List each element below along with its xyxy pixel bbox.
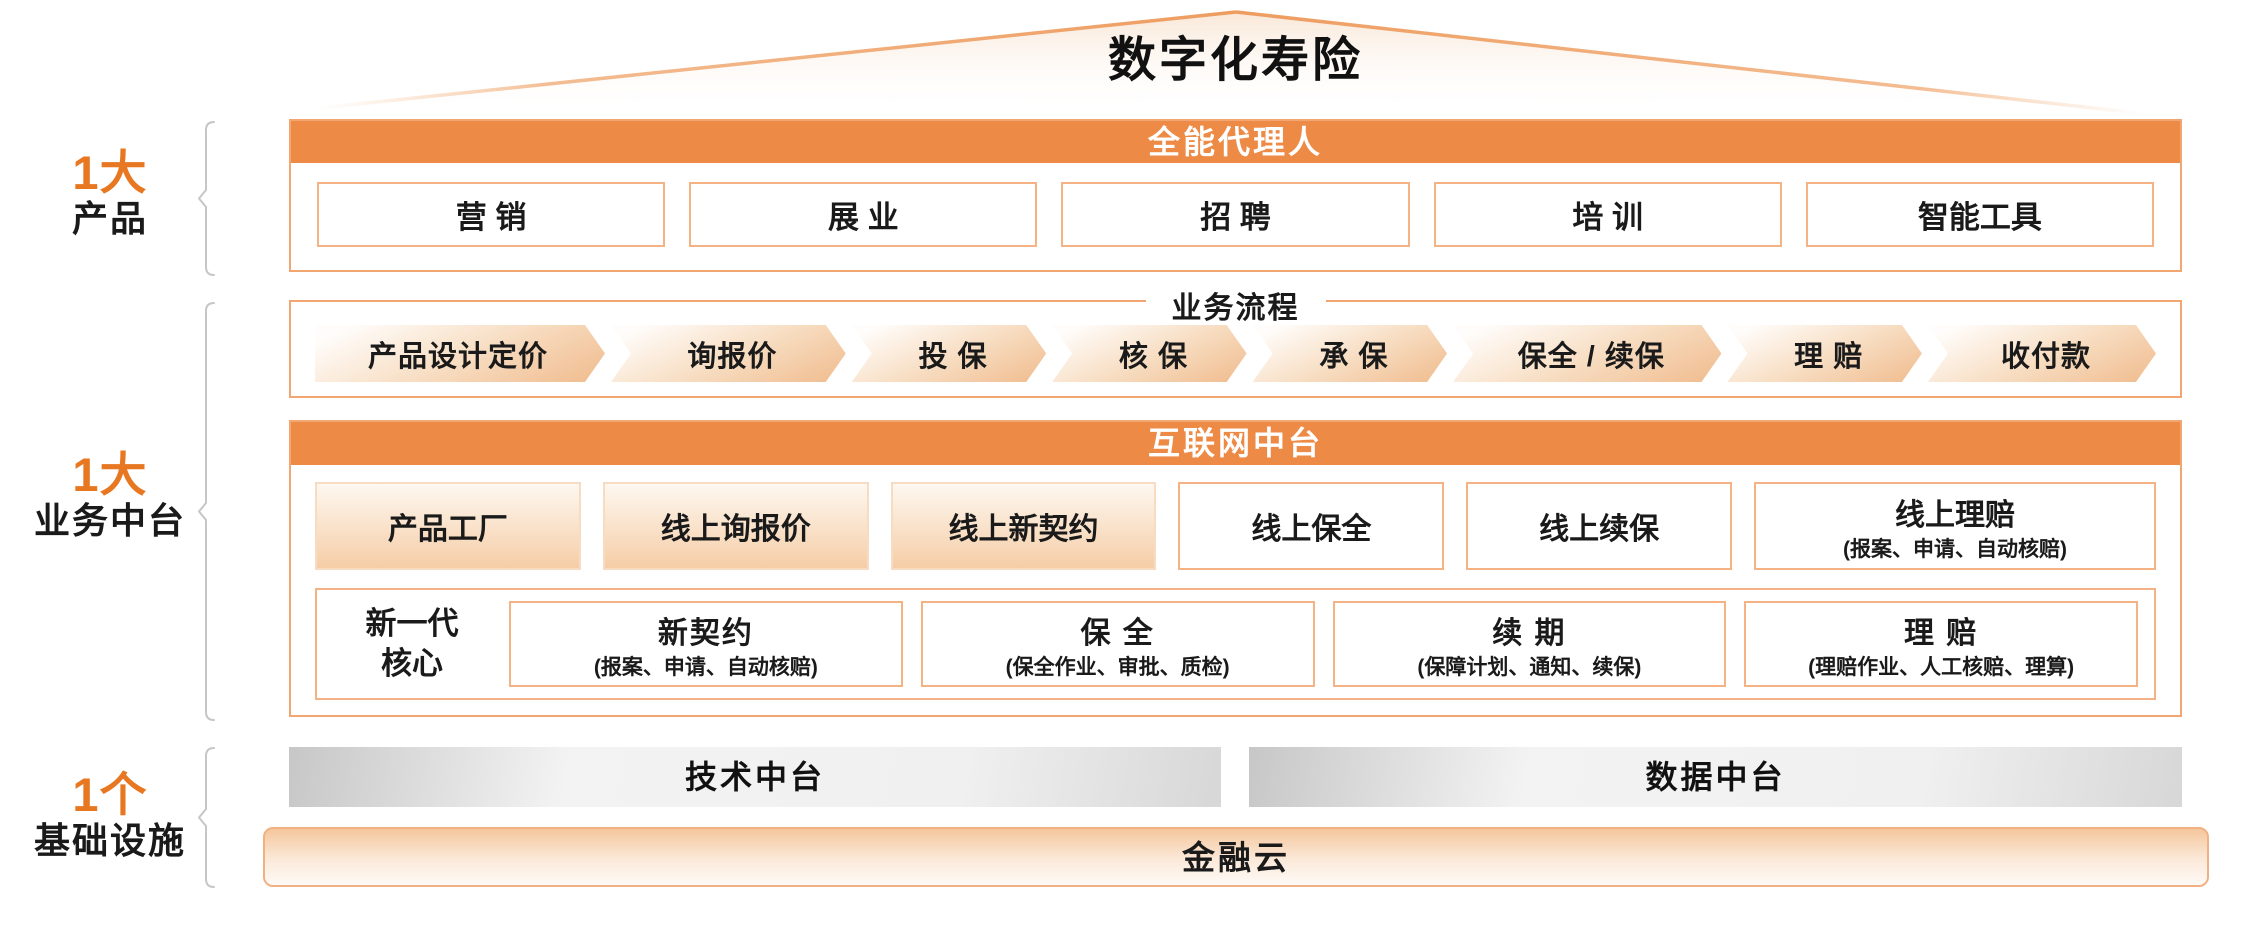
section-business-process: 业务流程 产品设计定价 询报价 投 保 核 保 承 保 保全 / 续保 理 赔 … (289, 283, 2182, 398)
caption-product-number: 1大 (72, 146, 148, 199)
agent-box-smart-tools: 智能工具 (1805, 182, 2155, 247)
caption-infrastructure-text: 基础设施 (33, 820, 186, 861)
core-label-line1: 新一代 (365, 606, 459, 641)
mid-box-product-factory: 产品工厂 (315, 482, 581, 570)
caption-business-platform-text: 业务中台 (33, 500, 186, 541)
caption-infrastructure-number: 1个 (72, 768, 148, 821)
core-box-pos-label: 保 全 (1080, 616, 1155, 650)
mid-box-online-claims-label: 线上理赔 (1895, 498, 2016, 532)
agent-box-exhibition: 展 业 (689, 182, 1038, 247)
mid-box-online-claims-sub: (报案、申请、自动核赔) (1843, 537, 2068, 561)
core-box-claims: 理 赔 (理赔作业、人工核赔、理算) (1744, 601, 2138, 687)
core-box-claims-sub: (理赔作业、人工核赔、理算) (1808, 655, 2075, 679)
caption-business-platform: 1大 业务中台 (15, 450, 205, 542)
agent-box-recruiting: 招 聘 (1061, 182, 1410, 247)
caption-infrastructure: 1个 基础设施 (15, 770, 205, 862)
page-title: 数字化寿险 (1107, 34, 1363, 87)
brace-infrastructure (198, 747, 215, 888)
section-internet-middle-platform-header: 互联网中台 (291, 422, 2180, 465)
core-box-pos: 保 全 (保全作业、审批、质检) (920, 601, 1315, 687)
process-step-apply: 投 保 (852, 325, 1046, 382)
core-box-new-contract-label: 新契约 (657, 616, 754, 650)
process-step-claims: 理 赔 (1727, 325, 1921, 382)
mid-box-online-claims: 线上理赔 (报案、申请、自动核赔) (1754, 482, 2157, 570)
core-label: 新一代 核心 (333, 604, 491, 684)
mid-box-online-quote: 线上询报价 (602, 482, 869, 570)
core-box-renewal-sub: (保障计划、通知、续保) (1417, 655, 1642, 679)
agent-box-marketing: 营 销 (317, 182, 666, 247)
mid-box-online-pos: 线上保全 (1178, 482, 1445, 570)
core-box-new-contract: 新契约 (报案、申请、自动核赔) (509, 601, 903, 687)
brace-business-platform (198, 302, 215, 721)
mid-box-online-renewal: 线上续保 (1466, 482, 1733, 570)
tech-platform-bar: 技术中台 (289, 747, 1221, 807)
agent-capability-row: 营 销 展 业 招 聘 培 训 智能工具 (291, 163, 2180, 266)
process-step-quote: 询报价 (611, 325, 846, 382)
finance-cloud-bar: 金融云 (263, 827, 2209, 887)
process-step-accept: 承 保 (1253, 325, 1447, 382)
caption-product: 1大 产品 (15, 148, 205, 240)
section-omni-agent-header: 全能代理人 (291, 121, 2180, 163)
core-box-renewal: 续 期 (保障计划、通知、续保) (1332, 601, 1727, 687)
core-box-pos-sub: (保全作业、审批、质检) (1005, 655, 1230, 679)
new-generation-core-row: 新一代 核心 新契约 (报案、申请、自动核赔) 保 全 (保全作业、审批、质检)… (315, 588, 2156, 700)
section-omni-agent: 全能代理人 营 销 展 业 招 聘 培 训 智能工具 (289, 119, 2182, 272)
process-flow-row: 产品设计定价 询报价 投 保 核 保 承 保 保全 / 续保 理 赔 收付款 (315, 325, 2156, 382)
core-box-claims-label: 理 赔 (1903, 616, 1979, 650)
caption-product-text: 产品 (71, 198, 148, 239)
core-box-new-contract-sub: (报案、申请、自动核赔) (593, 655, 818, 679)
core-box-renewal-label: 续 期 (1492, 616, 1567, 650)
brace-product (198, 121, 215, 276)
roof-shape (318, 10, 2148, 116)
core-label-line2: 核心 (381, 646, 443, 681)
diagram-main-column: 数字化寿险 全能代理人 营 销 展 业 招 聘 培 训 智能工具 业务流程 产品… (263, 0, 2209, 925)
process-step-payments: 收付款 (1928, 325, 2156, 382)
data-platform-bar: 数据中台 (1249, 747, 2182, 807)
mid-box-online-new-contract: 线上新契约 (890, 482, 1157, 570)
section-internet-middle-platform: 互联网中台 产品工厂 线上询报价 线上新契约 线上保全 线上续保 线上理赔 (报… (289, 420, 2182, 717)
process-step-design-pricing: 产品设计定价 (315, 325, 605, 382)
process-step-underwrite: 核 保 (1052, 325, 1246, 382)
agent-box-training: 培 训 (1433, 182, 1782, 247)
middle-platform-online-row: 产品工厂 线上询报价 线上新契约 线上保全 线上续保 线上理赔 (报案、申请、自… (315, 482, 2157, 570)
business-process-title: 业务流程 (1145, 283, 1326, 327)
caption-business-platform-number: 1大 (72, 448, 148, 501)
process-step-pos-renewal: 保全 / 续保 (1453, 325, 1721, 382)
